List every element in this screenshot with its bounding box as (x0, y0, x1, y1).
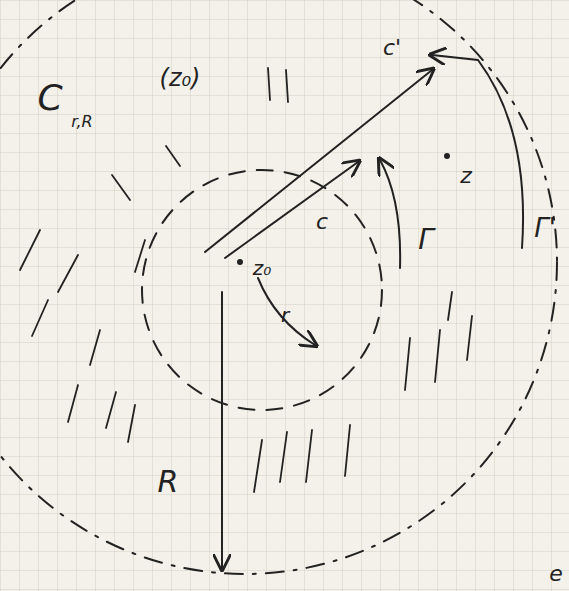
contour-gamma-prime (432, 55, 523, 248)
argument: (z₀) (160, 66, 201, 90)
point-label: z (460, 165, 472, 187)
point-dot (445, 154, 449, 158)
hatching (20, 68, 472, 492)
path-label: c' (383, 37, 401, 59)
symbol-letter: C (37, 80, 62, 116)
point-label: z₀ (253, 258, 272, 278)
radius-R-arrow (221, 292, 223, 568)
radius-label: R (158, 467, 179, 497)
radius-r-arrow (258, 278, 315, 345)
path-label: c (316, 211, 328, 233)
outer-circle (0, 0, 557, 574)
contour-gamma (380, 160, 400, 268)
center-dot (238, 260, 242, 264)
path-c (225, 162, 358, 258)
radius-label: r (281, 305, 289, 325)
edge-letter: e (549, 563, 563, 585)
contour-label: Γ' (534, 215, 556, 241)
subscript: r,R (71, 114, 92, 130)
contour-label: Γ (418, 226, 434, 254)
